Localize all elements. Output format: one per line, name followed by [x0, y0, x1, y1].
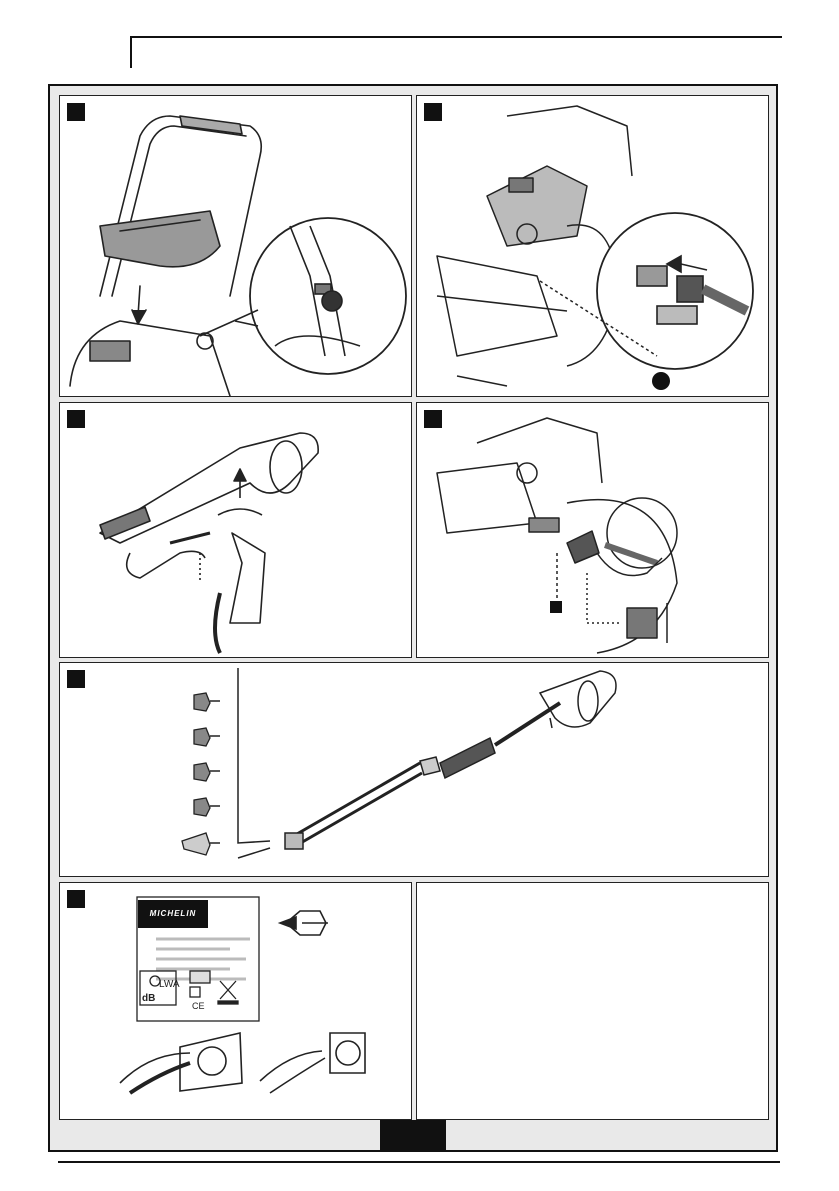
header-rule-vertical [130, 36, 132, 68]
bottom-rule [58, 1161, 780, 1163]
hose-connection-illustration [417, 96, 769, 397]
panel-6-rating-label-plug: LWA dB CE [59, 882, 412, 1120]
label-ce-mark: CE [192, 1001, 205, 1011]
brand-logo: MICHELIN [138, 900, 208, 928]
handle-illustration [60, 96, 412, 397]
header-rule-horizontal [130, 36, 782, 38]
panel-3-gun-assembly [59, 402, 412, 658]
panel-4-hose-to-pump [416, 402, 769, 658]
panel-2-hose-connection [416, 95, 769, 397]
panel-7-blank [416, 882, 769, 1120]
label-lwa: LWA [159, 979, 180, 990]
label-db: dB [142, 993, 155, 1004]
hose-to-pump-illustration [417, 403, 769, 658]
rating-label-plug-illustration [60, 883, 412, 1120]
panel-5-nozzles-lance [59, 662, 769, 877]
panel-1-handle [59, 95, 412, 397]
gun-assembly-illustration [60, 403, 412, 658]
page-number-tab [380, 1120, 446, 1152]
nozzles-lance-illustration [60, 663, 769, 877]
